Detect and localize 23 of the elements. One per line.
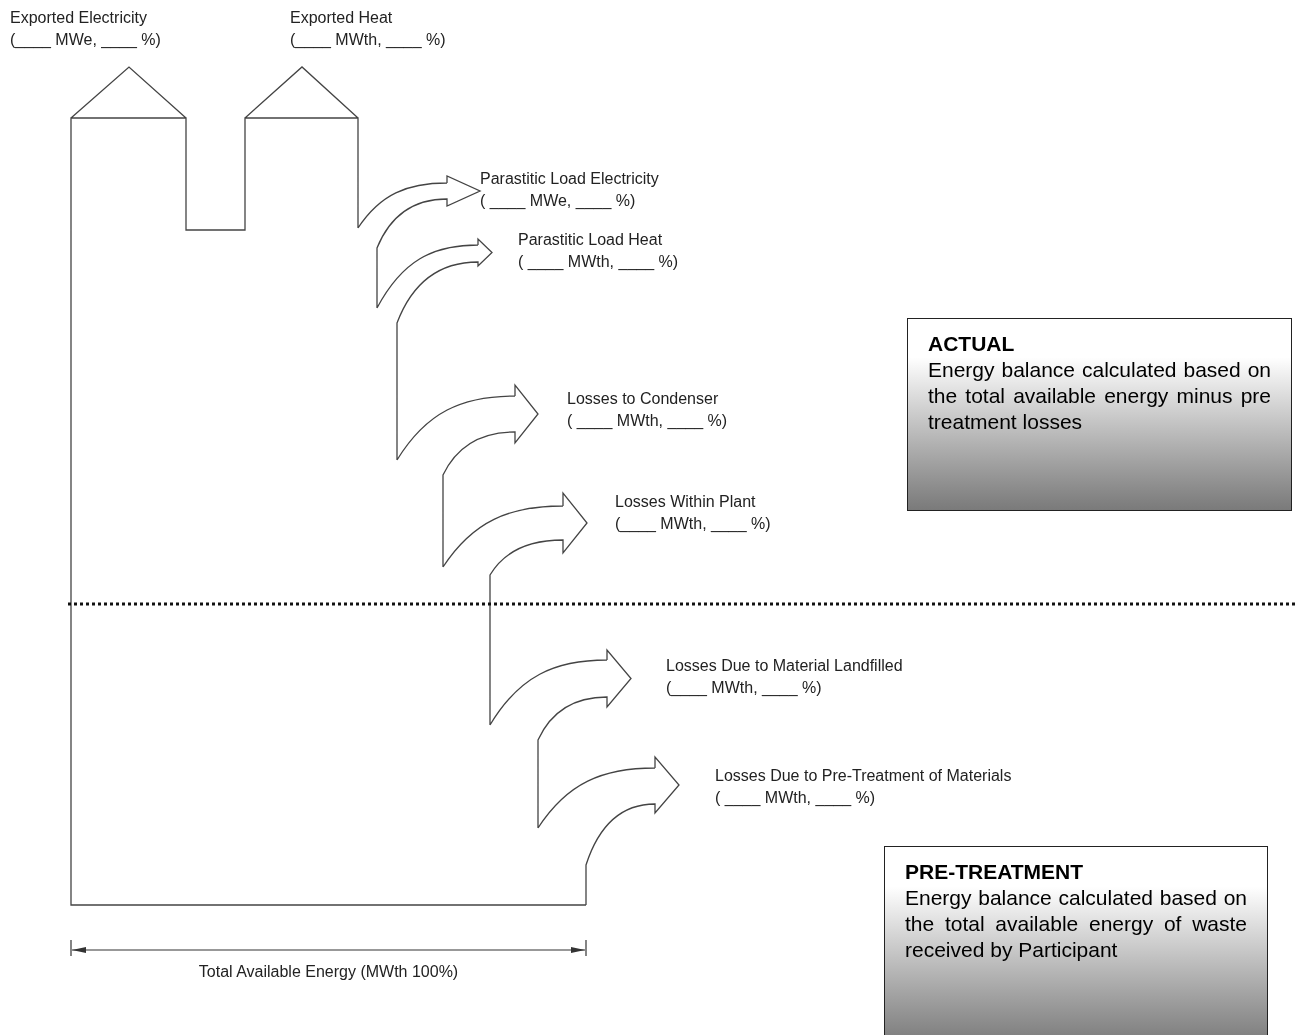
flow-label: Parastitic Load Heat bbox=[518, 230, 663, 250]
value-blanks: ( ____ MWth, ____ %) bbox=[715, 788, 876, 808]
note-heading: PRE-TREATMENT bbox=[905, 859, 1085, 885]
note-box bbox=[884, 846, 1268, 1035]
flow-label: Parastitic Load Electricity bbox=[480, 169, 659, 189]
note-body: Energy balance calculated based on the total available energy of waste received by Participant bbox=[905, 885, 1247, 963]
value-blanks: (____ MWth, ____ %) bbox=[290, 30, 446, 50]
value-blanks: ( ____ MWth, ____ %) bbox=[567, 411, 728, 431]
value-blanks: ( ____ MWth, ____ %) bbox=[518, 252, 679, 272]
note-heading: ACTUAL bbox=[928, 331, 1016, 357]
flow-label: Losses Due to Material Landfilled bbox=[666, 656, 903, 676]
flow-label: Losses Within Plant bbox=[615, 492, 756, 512]
flow-label: Losses Due to Pre-Treatment of Materials bbox=[715, 766, 1012, 786]
flow-label: Exported Electricity bbox=[10, 8, 147, 28]
value-blanks: ( ____ MWe, ____ %) bbox=[480, 191, 636, 211]
value-blanks: (____ MWth, ____ %) bbox=[615, 514, 771, 534]
value-blanks: (____ MWe, ____ %) bbox=[10, 30, 161, 50]
flow-label: Losses to Condenser bbox=[567, 389, 719, 409]
dimension-label: Total Available Energy (MWth 100%) bbox=[197, 962, 460, 982]
flow-label: Exported Heat bbox=[290, 8, 393, 28]
value-blanks: (____ MWth, ____ %) bbox=[666, 678, 822, 698]
note-box bbox=[907, 318, 1292, 511]
note-body: Energy balance calculated based on the total available energy minus pre treatment losses bbox=[928, 357, 1271, 435]
